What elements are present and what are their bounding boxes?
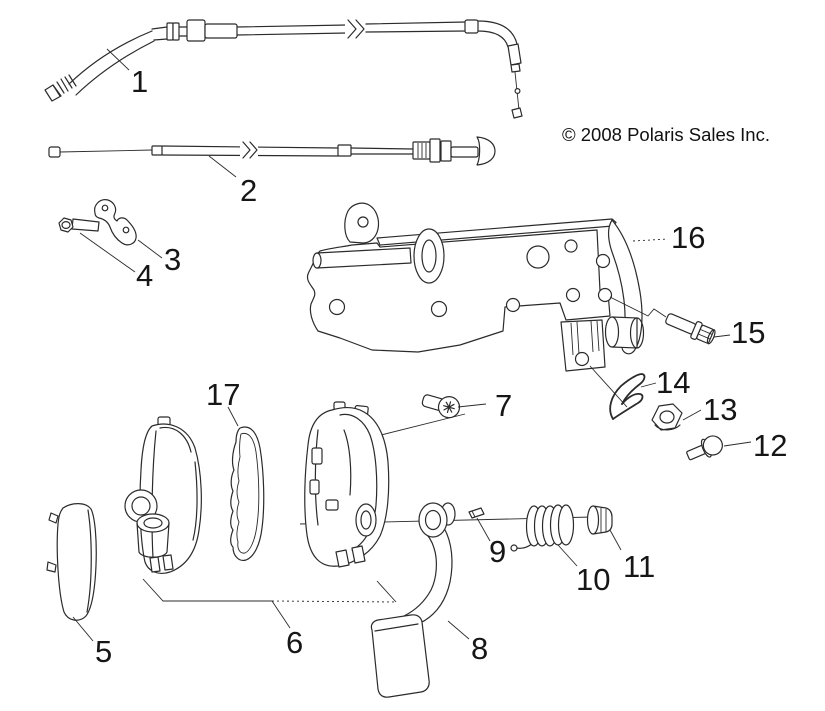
callout-10: 10 — [576, 562, 610, 597]
callout-15: 15 — [731, 315, 765, 350]
callout-8: 8 — [471, 631, 488, 666]
throttle-housing-left-drawing — [124, 416, 202, 574]
callout-13: 13 — [703, 392, 737, 427]
flange-nut-drawing — [586, 505, 613, 535]
callout-9: 9 — [489, 534, 506, 569]
leader-10 — [557, 544, 578, 567]
callout-14: 14 — [656, 365, 690, 400]
pedal-cover-drawing — [46, 503, 97, 621]
leader-1 — [106, 48, 130, 71]
throttle-cable-drawing — [44, 19, 523, 119]
bracket-bolt-drawing — [58, 217, 100, 233]
mounting-bracket-drawing — [306, 202, 667, 408]
hex-nut-drawing — [651, 403, 683, 431]
callout-6: 6 — [286, 625, 303, 660]
leader-3 — [137, 239, 163, 259]
flange-bolt-drawing — [665, 313, 716, 345]
return-spring-drawing — [510, 504, 575, 552]
leader-12 — [723, 441, 752, 447]
callout-3: 3 — [164, 242, 181, 277]
hanger-pin-line — [589, 365, 628, 408]
leader-15-zigzag — [609, 296, 667, 318]
choke-cable-drawing — [48, 136, 496, 166]
leader-4 — [79, 232, 136, 273]
screw-drawing — [421, 394, 461, 419]
callout-17: 17 — [206, 377, 240, 412]
cable-bracket-drawing — [94, 199, 137, 246]
leader-15 — [713, 334, 731, 338]
callout-2: 2 — [240, 173, 257, 208]
callout-16: 16 — [671, 220, 705, 255]
leader-14 — [640, 382, 657, 388]
callout-7: 7 — [495, 388, 512, 423]
leader-16 — [632, 238, 669, 242]
pivot-pin-drawing — [468, 507, 485, 519]
gasket-drawing — [230, 426, 265, 561]
callout-5: 5 — [95, 634, 112, 669]
callout-1: 1 — [131, 64, 148, 99]
copyright-notice: © 2008 Polaris Sales Inc. — [562, 124, 770, 145]
group-callout-bracket-6 — [142, 578, 397, 629]
leader-5 — [72, 616, 94, 642]
callout-11: 11 — [623, 549, 655, 584]
leader-13 — [682, 409, 702, 421]
leader-11 — [609, 529, 622, 551]
leader-9 — [476, 517, 491, 542]
leader-2 — [208, 155, 237, 178]
callout-4: 4 — [136, 258, 153, 293]
cotter-pin-drawing — [609, 373, 646, 420]
throttle-housing-right-drawing — [304, 401, 390, 568]
leader-8 — [447, 620, 470, 640]
bolt-drawing — [686, 435, 723, 461]
pedal-drawing — [370, 502, 456, 698]
leader-7 — [457, 403, 487, 408]
callout-12: 12 — [753, 428, 787, 463]
leader-17 — [227, 406, 239, 427]
